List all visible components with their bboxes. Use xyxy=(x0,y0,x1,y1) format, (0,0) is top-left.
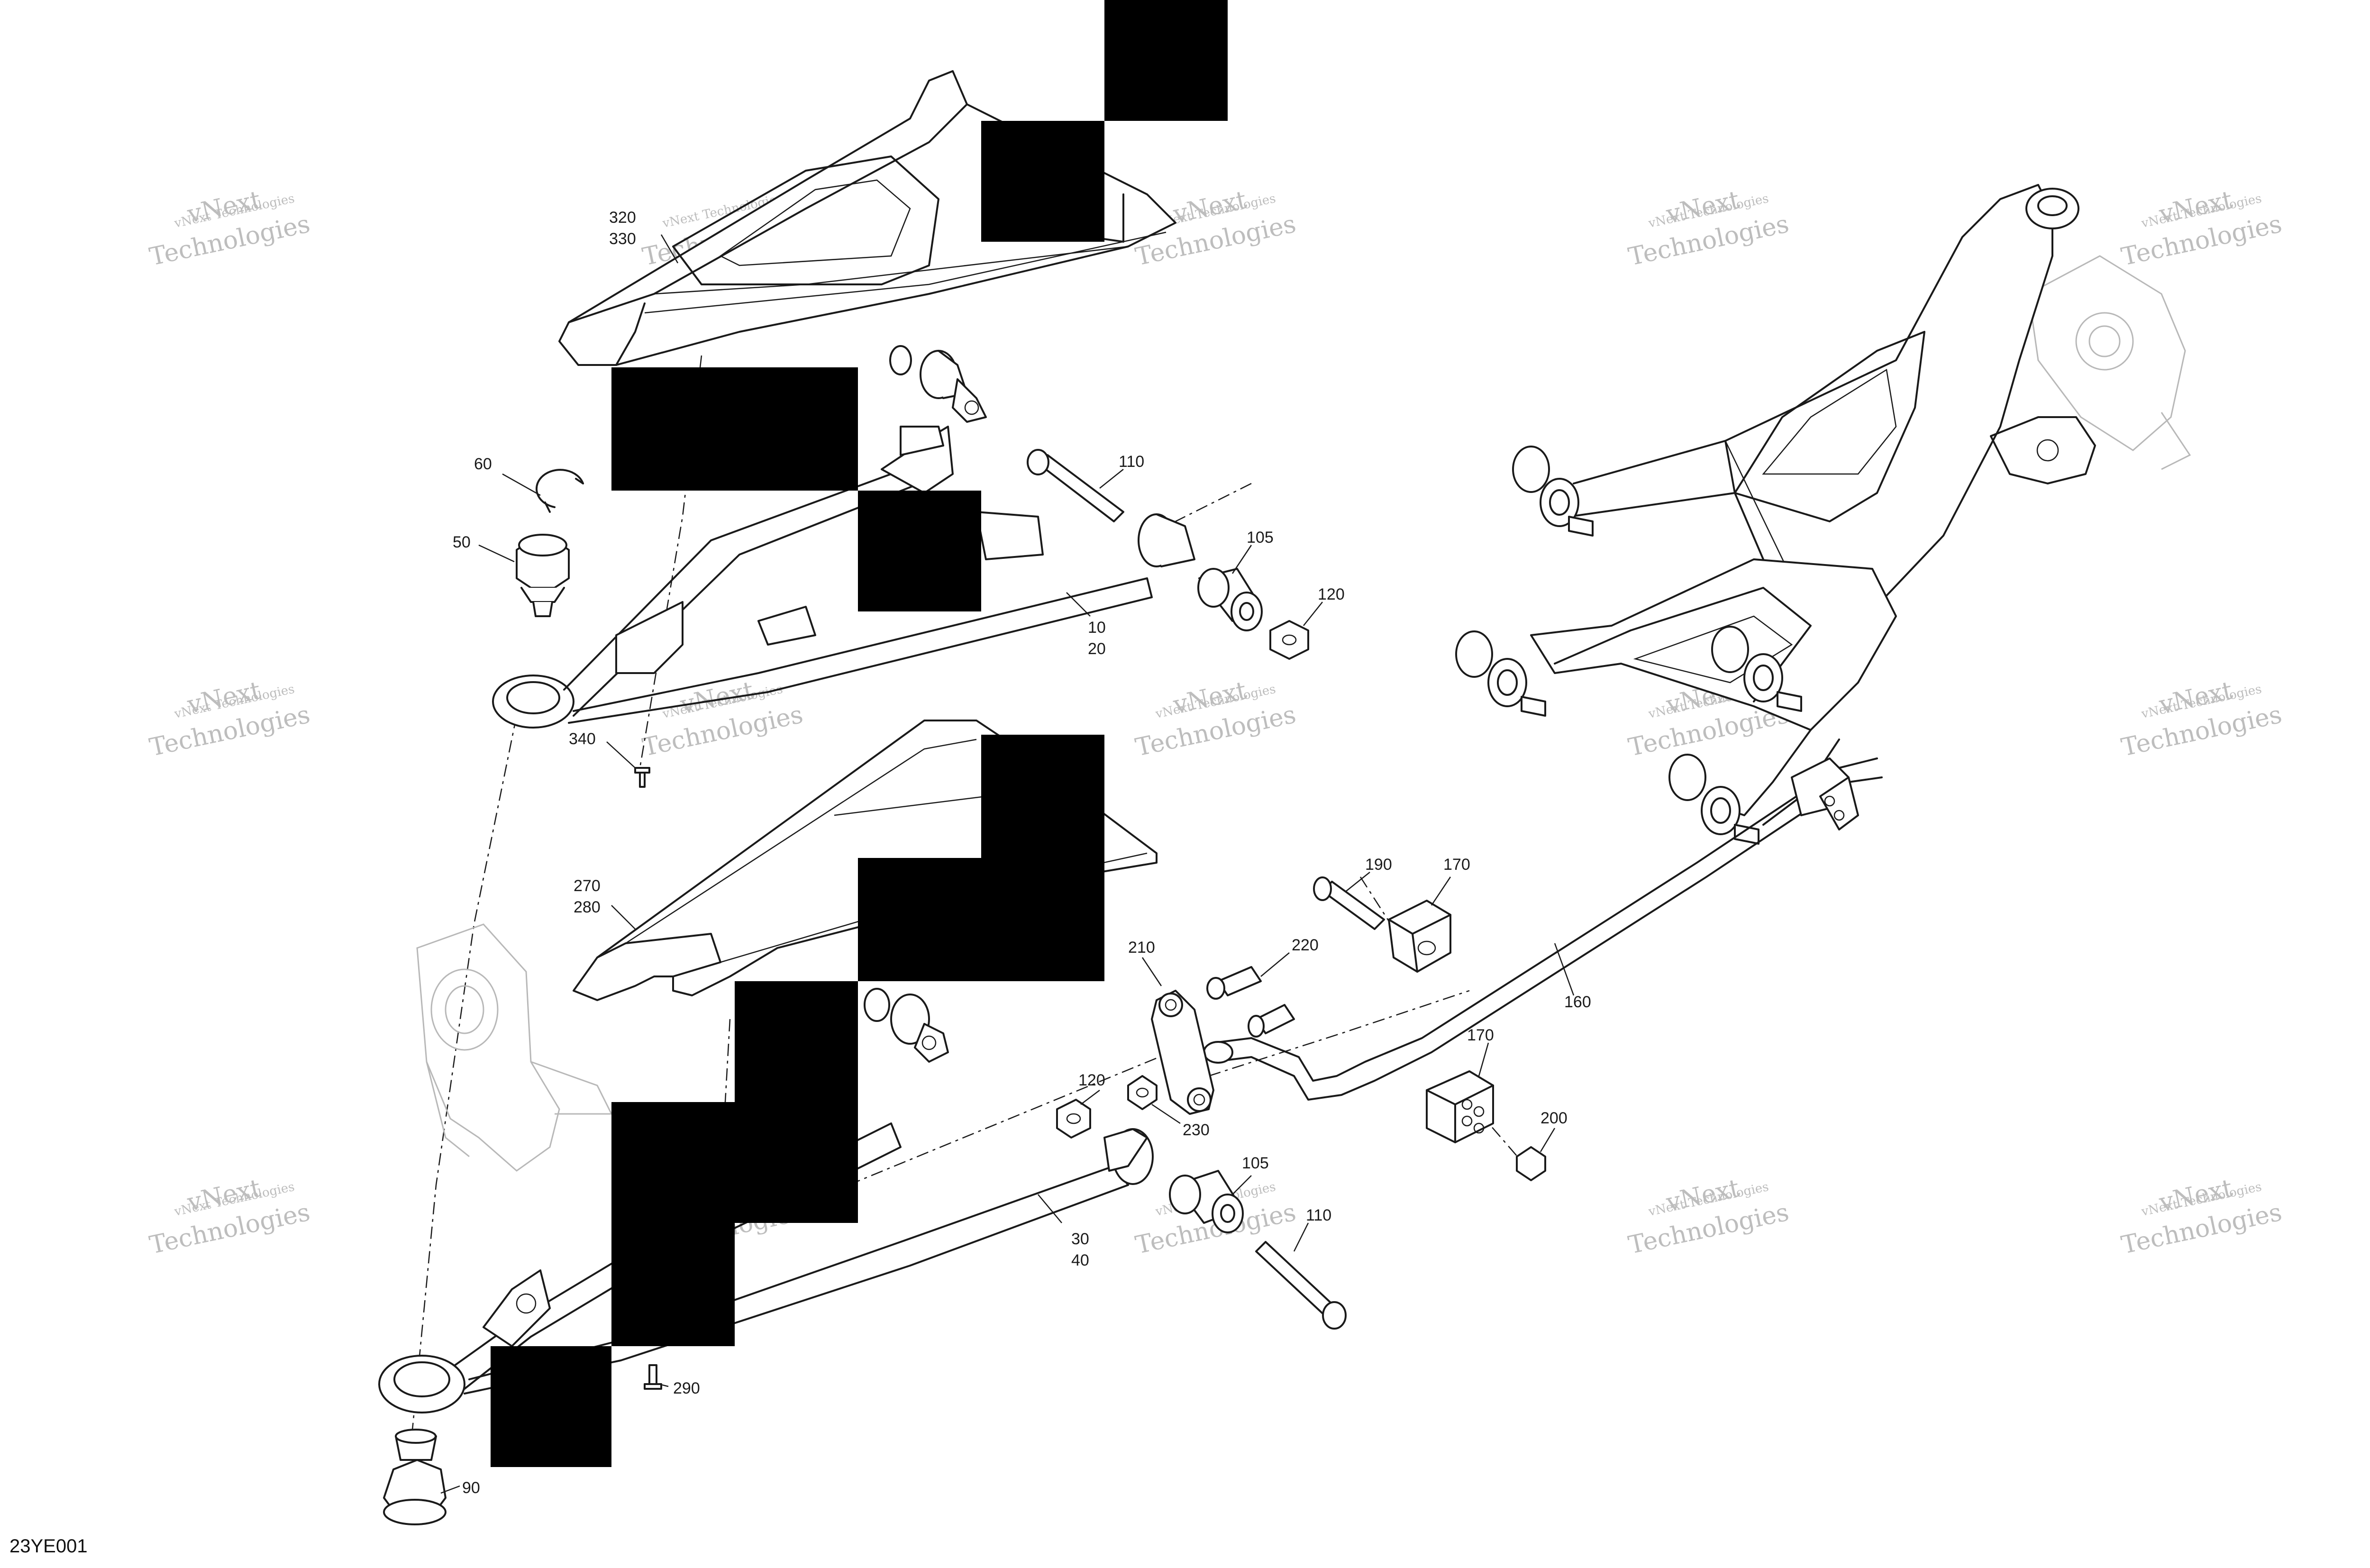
watermark: vNext Technologies Technologies vNext xyxy=(2119,676,2284,762)
diagram-code: 23YE001 xyxy=(9,1536,88,1557)
nut-120-upper xyxy=(1269,620,1309,660)
steering-knuckle-ghost-upper xyxy=(2028,255,2191,470)
bolt-190 xyxy=(1313,876,1385,930)
sway-bar-bushing-block-upper xyxy=(1388,900,1451,973)
redaction-block xyxy=(858,858,981,981)
assembled-bushings-right xyxy=(1455,446,1802,845)
redaction-block xyxy=(858,491,981,611)
sway-bar-bushing-block-lower xyxy=(1426,1070,1494,1143)
circlip xyxy=(536,469,584,513)
callout-210: 210 xyxy=(1128,939,1155,957)
callout-170-upper: 170 xyxy=(1443,856,1470,874)
redaction-block xyxy=(491,1346,611,1467)
watermark: vNext Technologies Technologies vNext xyxy=(147,676,312,762)
callout-105-lower: 105 xyxy=(1242,1154,1269,1172)
steering-knuckle-ghost-lower xyxy=(416,923,613,1172)
callout-330: 330 xyxy=(609,230,636,248)
watermark: vNext Technologies Technologies vNext xyxy=(147,1174,312,1260)
redaction-blocks xyxy=(491,0,1228,1467)
redaction-block xyxy=(611,367,858,491)
callout-120-upper: 120 xyxy=(1318,585,1345,603)
callout-90: 90 xyxy=(462,1479,480,1497)
callout-60: 60 xyxy=(474,455,492,473)
callout-10: 10 xyxy=(1088,619,1106,637)
callout-170-lower: 170 xyxy=(1467,1026,1494,1044)
ball-joint-lower xyxy=(383,1429,447,1525)
callout-105-upper: 105 xyxy=(1247,529,1274,547)
leader-lines xyxy=(440,234,1575,1494)
callout-40: 40 xyxy=(1071,1251,1089,1269)
bolt-110-upper xyxy=(1027,449,1124,522)
assembly-center-lines xyxy=(407,355,1522,1479)
bolt-220 xyxy=(1206,966,1295,1038)
bushing-assembly xyxy=(1455,630,1546,717)
bushing-105-lower xyxy=(1169,1170,1244,1233)
watermark: vNext Technologies Technologies vNext xyxy=(147,186,312,272)
upper-a-arm xyxy=(492,345,1195,729)
redaction-block xyxy=(981,735,1104,981)
callout-30: 30 xyxy=(1071,1230,1089,1248)
callout-110-lower: 110 xyxy=(1306,1206,1331,1224)
watermark: vNext Technologies Technologies vNext xyxy=(1626,186,1791,272)
rivet-290 xyxy=(644,1364,662,1390)
watermark: vNext Technologies Technologies vNext xyxy=(1626,1174,1791,1260)
sway-bar-link xyxy=(1151,990,1214,1115)
nut-200 xyxy=(1516,1146,1546,1181)
nut-230 xyxy=(1127,1075,1158,1110)
sway-bar xyxy=(1203,757,1883,1101)
bushing-105-upper xyxy=(1197,568,1263,631)
callout-50: 50 xyxy=(453,533,471,551)
rivet-340 xyxy=(634,767,650,788)
bolt-110-lower xyxy=(1255,1241,1347,1330)
callout-20: 20 xyxy=(1088,640,1106,658)
callouts: 320 330 60 50 110 105 120 10 20 340 270 … xyxy=(453,209,1591,1497)
callout-160: 160 xyxy=(1564,993,1591,1011)
callout-220: 220 xyxy=(1292,936,1319,954)
bushing-assembly xyxy=(1668,754,1759,845)
watermark: vNext Technologies Technologies vNext xyxy=(2119,186,2284,272)
redaction-block xyxy=(611,1223,735,1346)
callout-120-lower: 120 xyxy=(1078,1071,1105,1089)
nut-120-lower xyxy=(1056,1099,1091,1139)
redaction-block xyxy=(1104,0,1228,121)
bushing-assembly xyxy=(1711,626,1802,712)
lower-a-arm xyxy=(378,988,1154,1413)
redaction-block xyxy=(611,1102,858,1223)
redaction-block xyxy=(735,981,858,1102)
callout-200: 200 xyxy=(1540,1109,1568,1127)
callout-230: 230 xyxy=(1183,1121,1210,1139)
callout-340: 340 xyxy=(569,730,596,748)
callout-320: 320 xyxy=(609,209,636,227)
callout-190: 190 xyxy=(1365,856,1392,874)
callout-270: 270 xyxy=(574,877,601,895)
redaction-block xyxy=(981,121,1104,242)
callout-280: 280 xyxy=(574,898,601,916)
watermark: vNext Technologies Technologies vNext xyxy=(1133,676,1298,762)
watermark: vNext Technologies Technologies vNext xyxy=(2119,1174,2284,1260)
callout-290: 290 xyxy=(673,1379,700,1397)
bushing-assembly xyxy=(1512,446,1594,537)
ball-joint-upper xyxy=(516,534,570,617)
callout-110-upper: 110 xyxy=(1119,453,1144,471)
